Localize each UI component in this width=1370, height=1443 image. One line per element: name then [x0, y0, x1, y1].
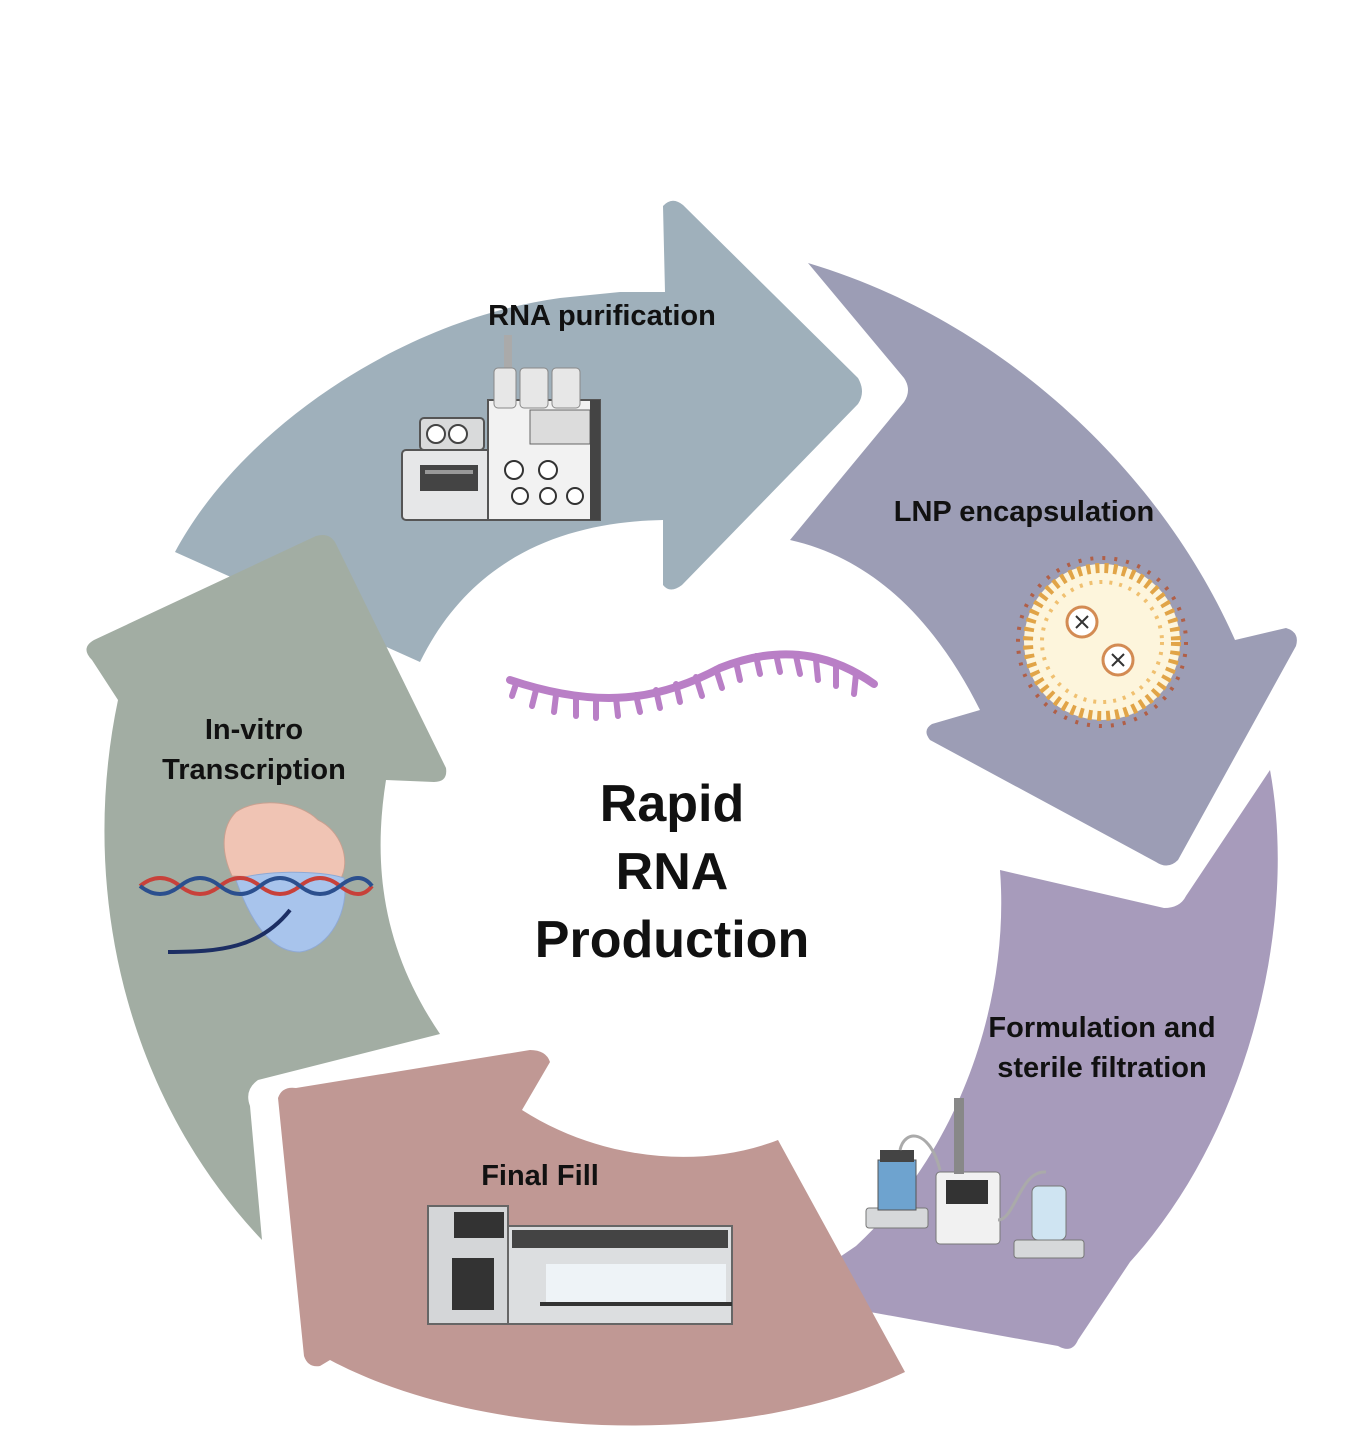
mrna-strand-icon [506, 650, 878, 721]
step-label-lnp-encapsulation: LNP encapsulation [893, 496, 1155, 528]
step-label-rna-purification: RNA purification [488, 300, 716, 332]
lipid-nanoparticle-icon [1016, 556, 1188, 728]
step-label-formulation: Formulation and sterile filtration [988, 1012, 1216, 1084]
rna-polymerase-dna-icon [138, 802, 374, 954]
center-title: Rapid RNA Production [534, 775, 810, 969]
step-label-ivt: In-vitro Transcription [162, 714, 346, 786]
fill-finish-machine-icon [427, 1205, 733, 1325]
arrow-formulation [800, 770, 1278, 1349]
arrow-lnp-encapsulation [790, 263, 1297, 866]
filtration-equipment-icon [865, 1098, 1085, 1259]
chromatography-system-icon [401, 335, 601, 521]
step-label-final-fill: Final Fill [481, 1160, 599, 1192]
